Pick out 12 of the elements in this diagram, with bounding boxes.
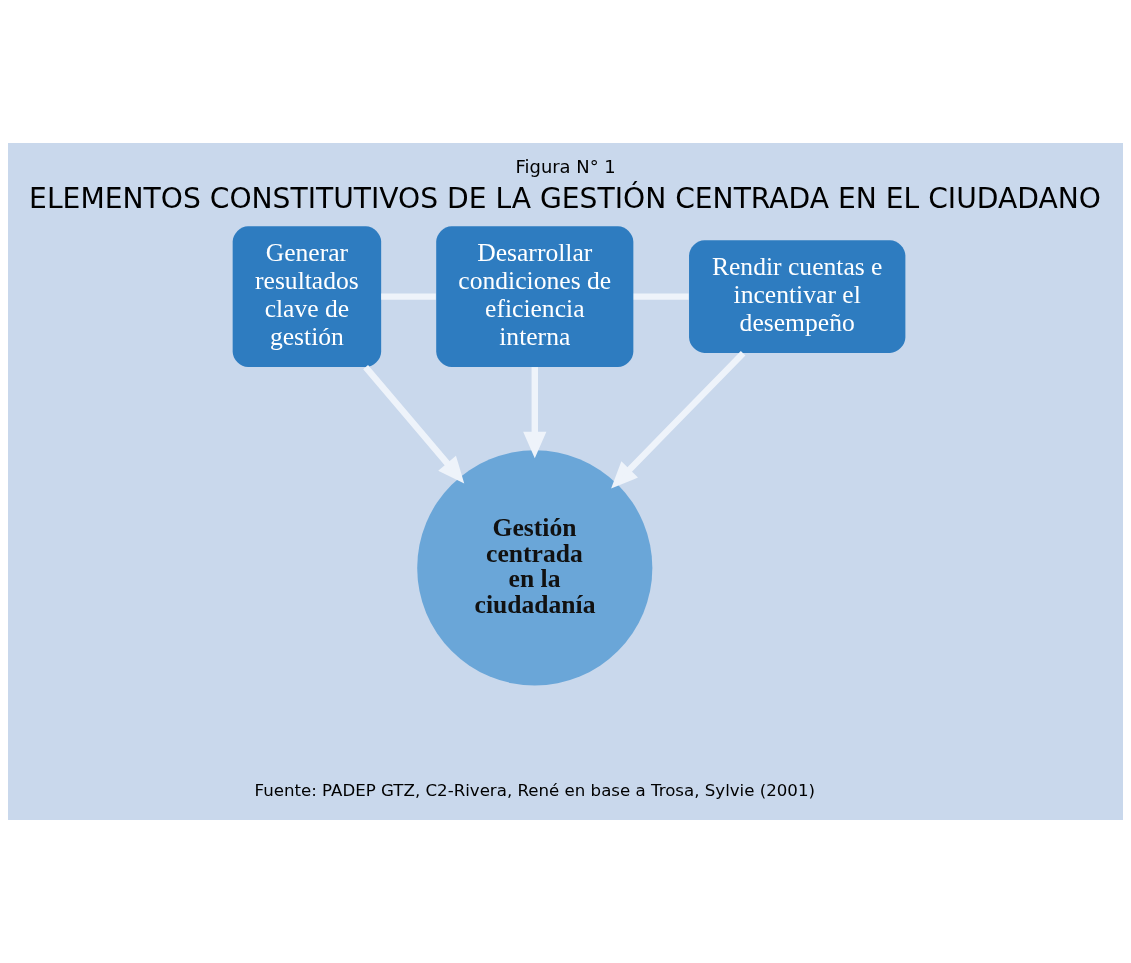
arrow xyxy=(523,367,547,459)
connector xyxy=(381,293,436,300)
node-box: Desarrollar condiciones de eficiencia interna xyxy=(436,226,634,367)
node-box: Generar resultados clave de gestión xyxy=(232,226,382,367)
caption: Fuente: PADEP GTZ, C2-Rivera, René en base a Trosa, Sylvie (2001) xyxy=(254,781,816,801)
node-circle: Gestión centrada en la ciudadanía xyxy=(417,450,653,686)
diagram-title: ELEMENTOS CONSTITUTIVOS DE LA GESTIÓN CENTRADA EN EL CIUDADANO xyxy=(29,182,1101,216)
label: Figura N° 1 xyxy=(515,156,616,178)
node-box: Rendir cuentas e incentivar el desempeño xyxy=(689,240,906,353)
arrow xyxy=(363,365,465,484)
arrow xyxy=(611,351,746,489)
connector xyxy=(633,293,689,300)
